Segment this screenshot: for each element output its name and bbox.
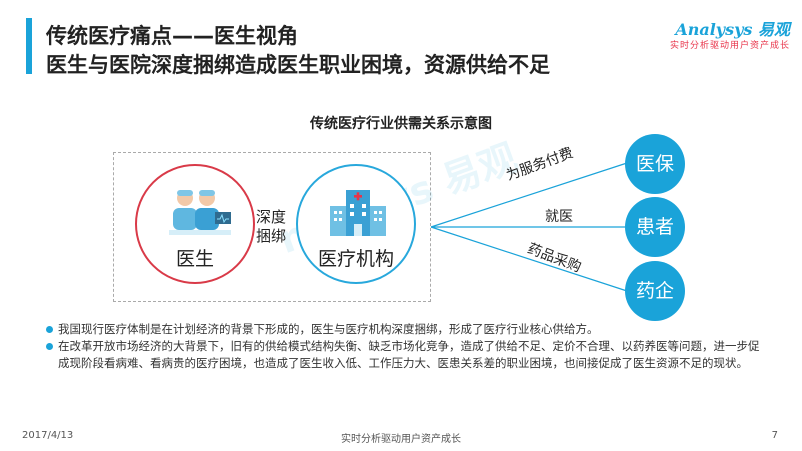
analysys-logo: Analysys 易观 实时分析驱动用户资产成长 <box>650 16 790 56</box>
hospital-node: 医疗机构 <box>296 164 416 284</box>
doctors-icon <box>169 190 231 235</box>
bullet-item: 在改革开放市场经济的大背景下，旧有的供给模式结构失衡、缺乏市场化竞争，造成了供给… <box>44 338 764 372</box>
footer-date: 2017/4/13 <box>22 430 74 441</box>
logo-brand: Analysys 易观 <box>675 20 790 39</box>
diagram-title: 传统医疗行业供需关系示意图 <box>310 116 492 132</box>
medical-insurance-node: 医保 <box>625 134 685 194</box>
doctor-label: 医生 <box>175 248 214 270</box>
binding-label: 深度 捆绑 <box>256 208 287 245</box>
bullet-text: 在改革开放市场经济的大背景下，旧有的供给模式结构失衡、缺乏市场化竞争，造成了供给… <box>58 339 760 370</box>
page-subtitle: 医生与医院深度捆绑造成医生职业困境，资源供给不足 <box>46 53 550 77</box>
pharma-node: 药企 <box>625 261 685 321</box>
relation-label-visit: 就医 <box>545 209 573 225</box>
bullet-list: 我国现行医疗体制是在计划经济的背景下形成的，医生与医疗机构深度捆绑，形成了医疗行… <box>44 321 764 372</box>
hospital-label: 医疗机构 <box>317 248 394 270</box>
footer-slogan: 实时分析驱动用户资产成长 <box>341 434 461 445</box>
page-number: 7 <box>771 430 778 441</box>
title-accent-bar <box>26 18 32 74</box>
bullet-text: 我国现行医疗体制是在计划经济的背景下形成的，医生与医疗机构深度捆绑，形成了医疗行… <box>58 322 599 336</box>
bullet-dot-icon <box>46 343 53 350</box>
bullet-item: 我国现行医疗体制是在计划经济的背景下形成的，医生与医疗机构深度捆绑，形成了医疗行… <box>44 321 764 338</box>
patient-node: 患者 <box>625 197 685 257</box>
bullet-dot-icon <box>46 326 53 333</box>
logo-tagline: 实时分析驱动用户资产成长 <box>669 41 790 51</box>
doctor-node: 医生 <box>135 164 255 284</box>
supply-side-box <box>113 152 431 302</box>
hospital-icon <box>330 190 386 236</box>
page-title: 传统医疗痛点——医生视角 <box>46 24 298 48</box>
